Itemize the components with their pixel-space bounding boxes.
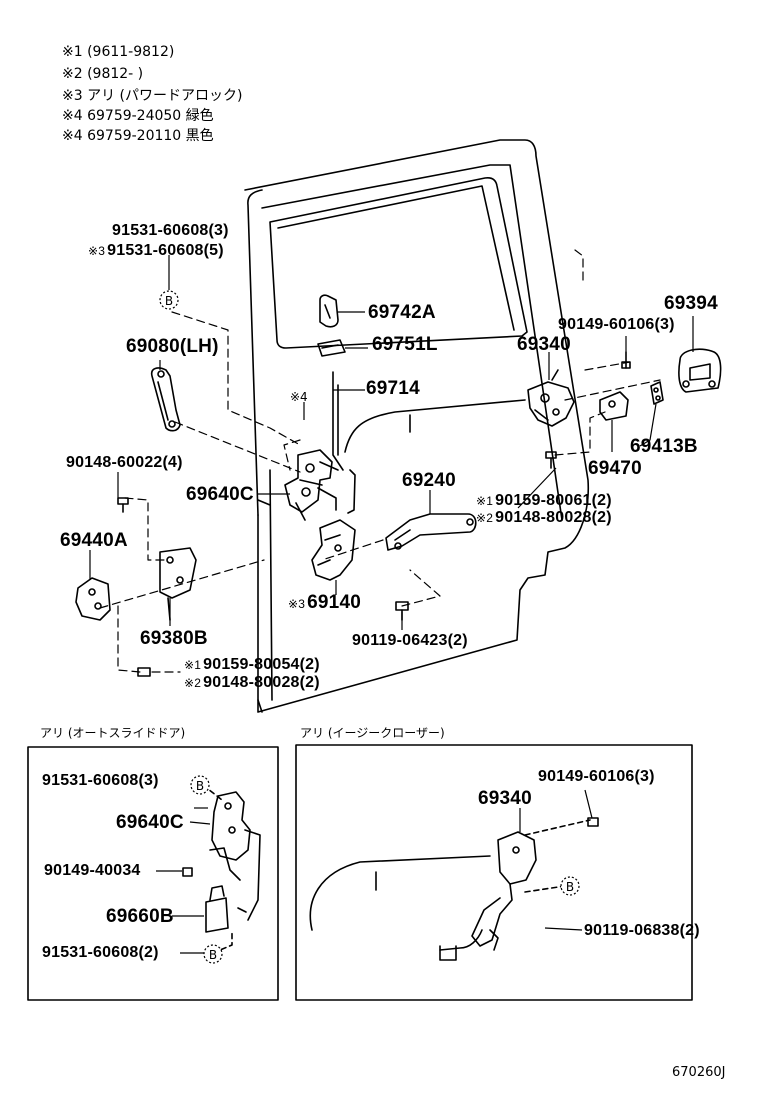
part-69394-striker [678,348,722,393]
figure-code: 670260J [672,1065,726,1080]
part-69380B-hinge [159,547,197,621]
bolt-marker: B [190,775,210,795]
svg-text:B: B [566,880,574,894]
note-5: ※4 69759-20110 黒色 [62,128,214,144]
label-right-69340: 69340 [478,788,532,809]
label-90119-06423: 90119-06423(2) [352,632,468,649]
label-left-91531-60608-2: 91531-60608(2) [42,944,159,961]
label-69714-mark: ※4 [290,390,308,404]
bolt-marker: B [159,290,179,310]
leader-lines [99,249,661,673]
part-69140-actuator [311,519,356,581]
label-90149-60106: 90149-60106(3) [558,316,675,333]
label-left-90149-40034: 90149-40034 [44,862,141,879]
part-69080-inside-handle [150,367,181,432]
note-2: ※2 (9812- ) [62,66,144,82]
label-91531-60608-3: 91531-60608(3) [112,222,229,239]
label-left-91531-60608-3: 91531-60608(3) [42,772,159,789]
label-69714: 69714 [366,378,420,399]
label-69380B: 69380B [140,628,208,649]
label-right-90119-06838: 90119-06838(2) [584,922,700,939]
label-right-90149-60106: 90149-60106(3) [538,768,655,785]
panel-left-title: アリ (オートスライドドア) [40,726,186,740]
part-69714-rod [332,371,344,471]
cable [344,399,526,453]
svg-text:B: B [165,294,173,308]
screw-90159-80054 [137,667,151,677]
label-69340: 69340 [517,334,571,355]
screw-90159-80061 [545,451,557,469]
label-69240: 69240 [402,470,456,491]
part-69340-latch [527,369,575,427]
panel-right-parts [309,817,599,961]
panel-left-parts [182,784,261,954]
bolt-marker: B [560,876,580,896]
part-69751L-grommet [317,339,346,357]
label-69470: 69470 [588,458,642,479]
label-69751L: 69751L [372,334,438,355]
screw-90148-60022 [117,497,129,513]
part-69240-outside-handle [385,513,477,551]
part-69742A-clip [319,294,339,328]
bolt-marker: B [203,944,223,964]
sliding-door-outline [244,139,590,713]
label-left-69640C: 69640C [116,812,184,833]
label-leaders [89,255,694,954]
label-90148-60022: 90148-60022(4) [66,454,183,471]
panel-right-title: アリ (イージークローザー) [300,726,445,740]
part-69640C-lock-assembly [284,449,356,521]
note-1: ※1 (9611-9812) [62,44,175,60]
svg-text:B: B [209,948,217,962]
label-69413B: 69413B [630,436,698,457]
label-left-69660B: 69660B [106,906,174,927]
note-4: ※4 69759-24050 緑色 [62,108,214,124]
label-69394: 69394 [664,293,718,314]
label-69440A: 69440A [60,530,128,551]
note-3: ※3 アリ (パワードアロック) [62,88,243,104]
bolt-markers: B B B B [159,290,580,964]
svg-text:B: B [196,779,204,793]
part-69470-bracket [599,391,629,421]
panel-easy-closer-frame [295,744,693,1001]
label-69640C: 69640C [186,484,254,505]
label-69742A: 69742A [368,302,436,323]
part-69413B-plate [650,381,664,405]
part-69440A-plate [75,577,111,621]
screw-90149-60106 [621,351,631,369]
panel-auto-slide-door-frame [27,746,279,1001]
label-69080-LH: 69080(LH) [126,336,219,357]
